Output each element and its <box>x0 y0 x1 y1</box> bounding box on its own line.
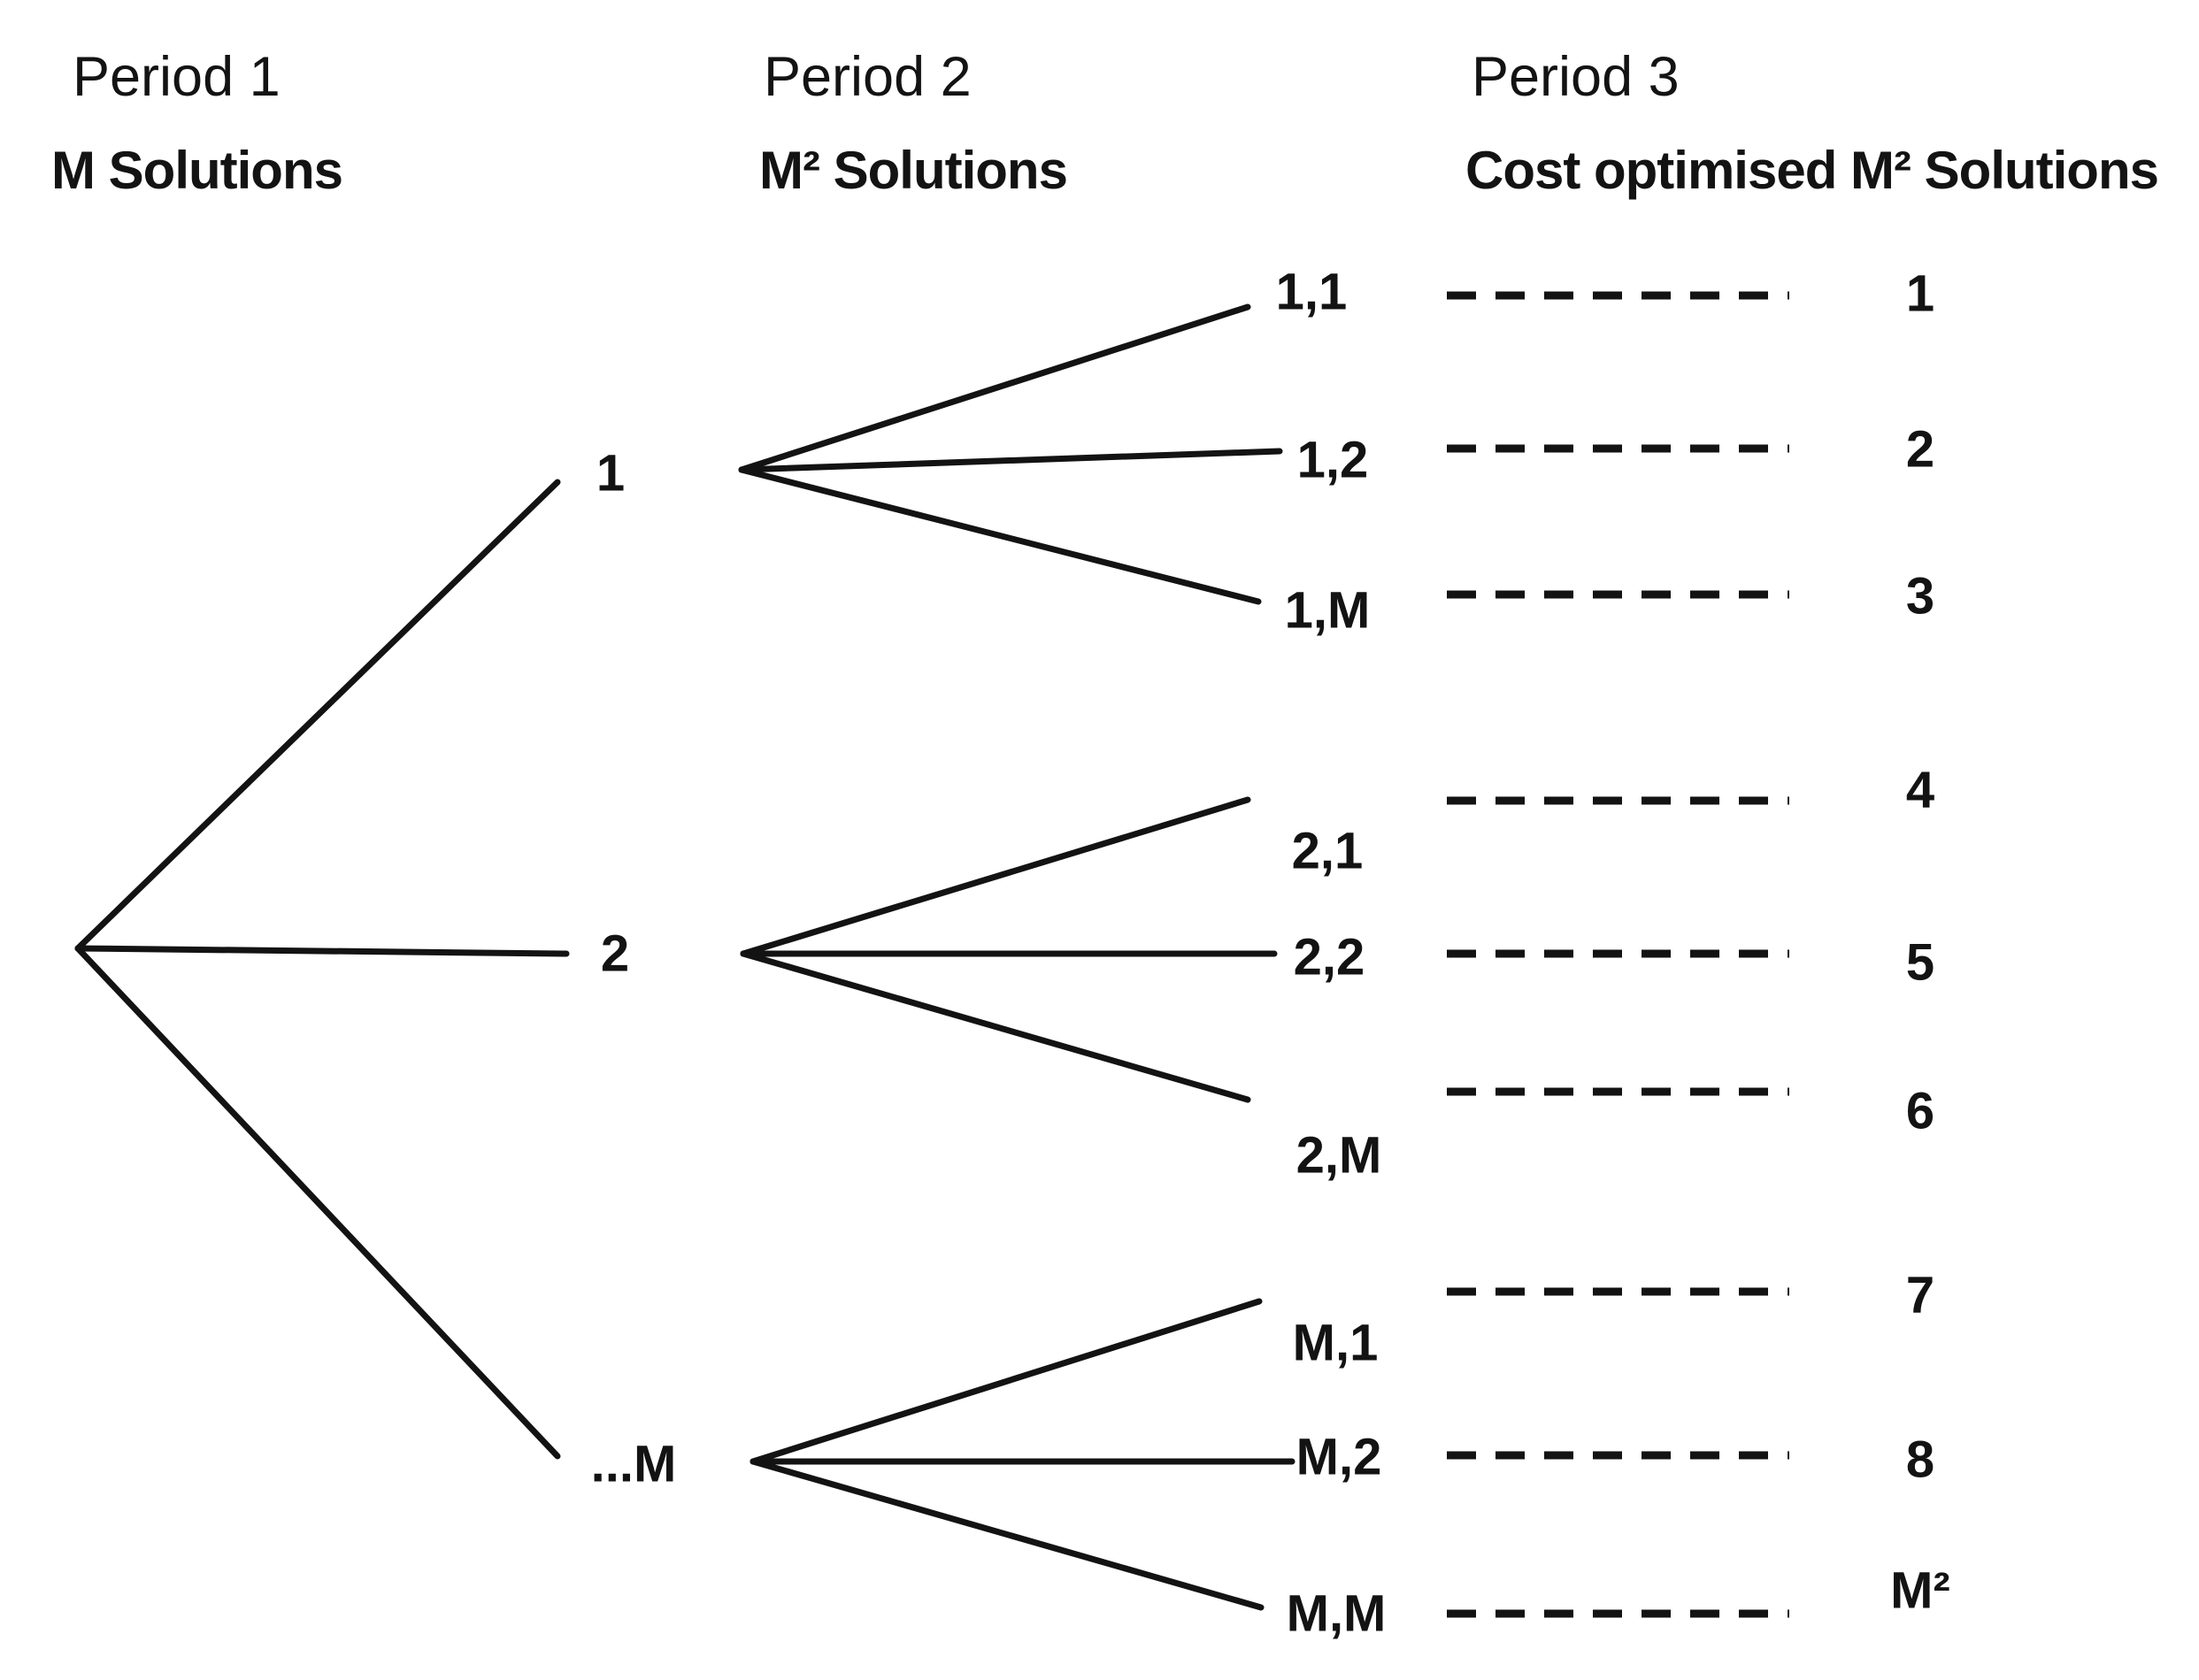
solution-7-label: 7 <box>1906 1267 1934 1324</box>
edge-root-to-node1 <box>74 479 561 952</box>
solution-5-label: 5 <box>1906 934 1934 992</box>
period2-node-labels: 1,1 1,2 1,M 2,1 2,2 2,M M,1 M,2 M,M <box>1276 264 1387 1643</box>
column-headers: Period 1 M Solutions Period 2 M² Solutio… <box>51 46 2159 200</box>
node-2-label: 2 <box>601 925 629 983</box>
edge-root-to-nodeM <box>74 945 561 1460</box>
solution-1-label: 1 <box>1906 265 1934 323</box>
tree-edges <box>74 303 1296 1611</box>
node-1-2-label: 1,2 <box>1297 432 1369 489</box>
node-M-M-label: M,M <box>1287 1585 1387 1643</box>
period3-title: Period 3 <box>1472 46 1680 108</box>
period2-subtitle: M² Solutions <box>759 141 1067 200</box>
solution-6-label: 6 <box>1906 1083 1934 1140</box>
edge-node2-to-2M <box>740 950 1251 1103</box>
solution-4-label: 4 <box>1906 762 1934 819</box>
node-M-2-label: M,2 <box>1296 1429 1382 1486</box>
edge-nodeM-to-M1 <box>750 1298 1263 1465</box>
node-2-1-label: 2,1 <box>1292 823 1364 880</box>
edge-node1-to-12 <box>738 448 1283 473</box>
edge-nodeM-to-MM <box>750 1458 1265 1611</box>
period1-subtitle: M Solutions <box>51 141 342 200</box>
period3-subtitle: Cost optimised M² Solutions <box>1465 141 2158 200</box>
edge-node1-to-11 <box>738 303 1251 473</box>
cost-optimisation-links <box>1447 291 1789 1618</box>
node-M-1-label: M,1 <box>1293 1315 1379 1372</box>
node-2-2-label: 2,2 <box>1294 929 1365 986</box>
edge-node1-to-1M <box>738 466 1262 605</box>
solution-2-label: 2 <box>1906 421 1934 479</box>
period1-title: Period 1 <box>73 46 281 108</box>
node-1-M-label: 1,M <box>1285 582 1371 640</box>
node-1-1-label: 1,1 <box>1276 264 1348 321</box>
solution-M2-label: M² <box>1890 1562 1950 1620</box>
period1-node-labels: 1 2 ...M <box>591 445 677 1493</box>
period3-solution-labels: 1 2 3 4 5 6 7 8 M² <box>1890 265 1950 1620</box>
node-2-M-label: 2,M <box>1296 1127 1382 1185</box>
solution-3-label: 3 <box>1906 568 1934 625</box>
node-M-label: ...M <box>591 1436 677 1493</box>
edge-root-to-node2 <box>74 945 570 957</box>
node-1-label: 1 <box>596 445 625 502</box>
edge-node2-to-21 <box>740 796 1251 957</box>
solution-8-label: 8 <box>1906 1431 1934 1489</box>
period2-title: Period 2 <box>764 46 972 108</box>
